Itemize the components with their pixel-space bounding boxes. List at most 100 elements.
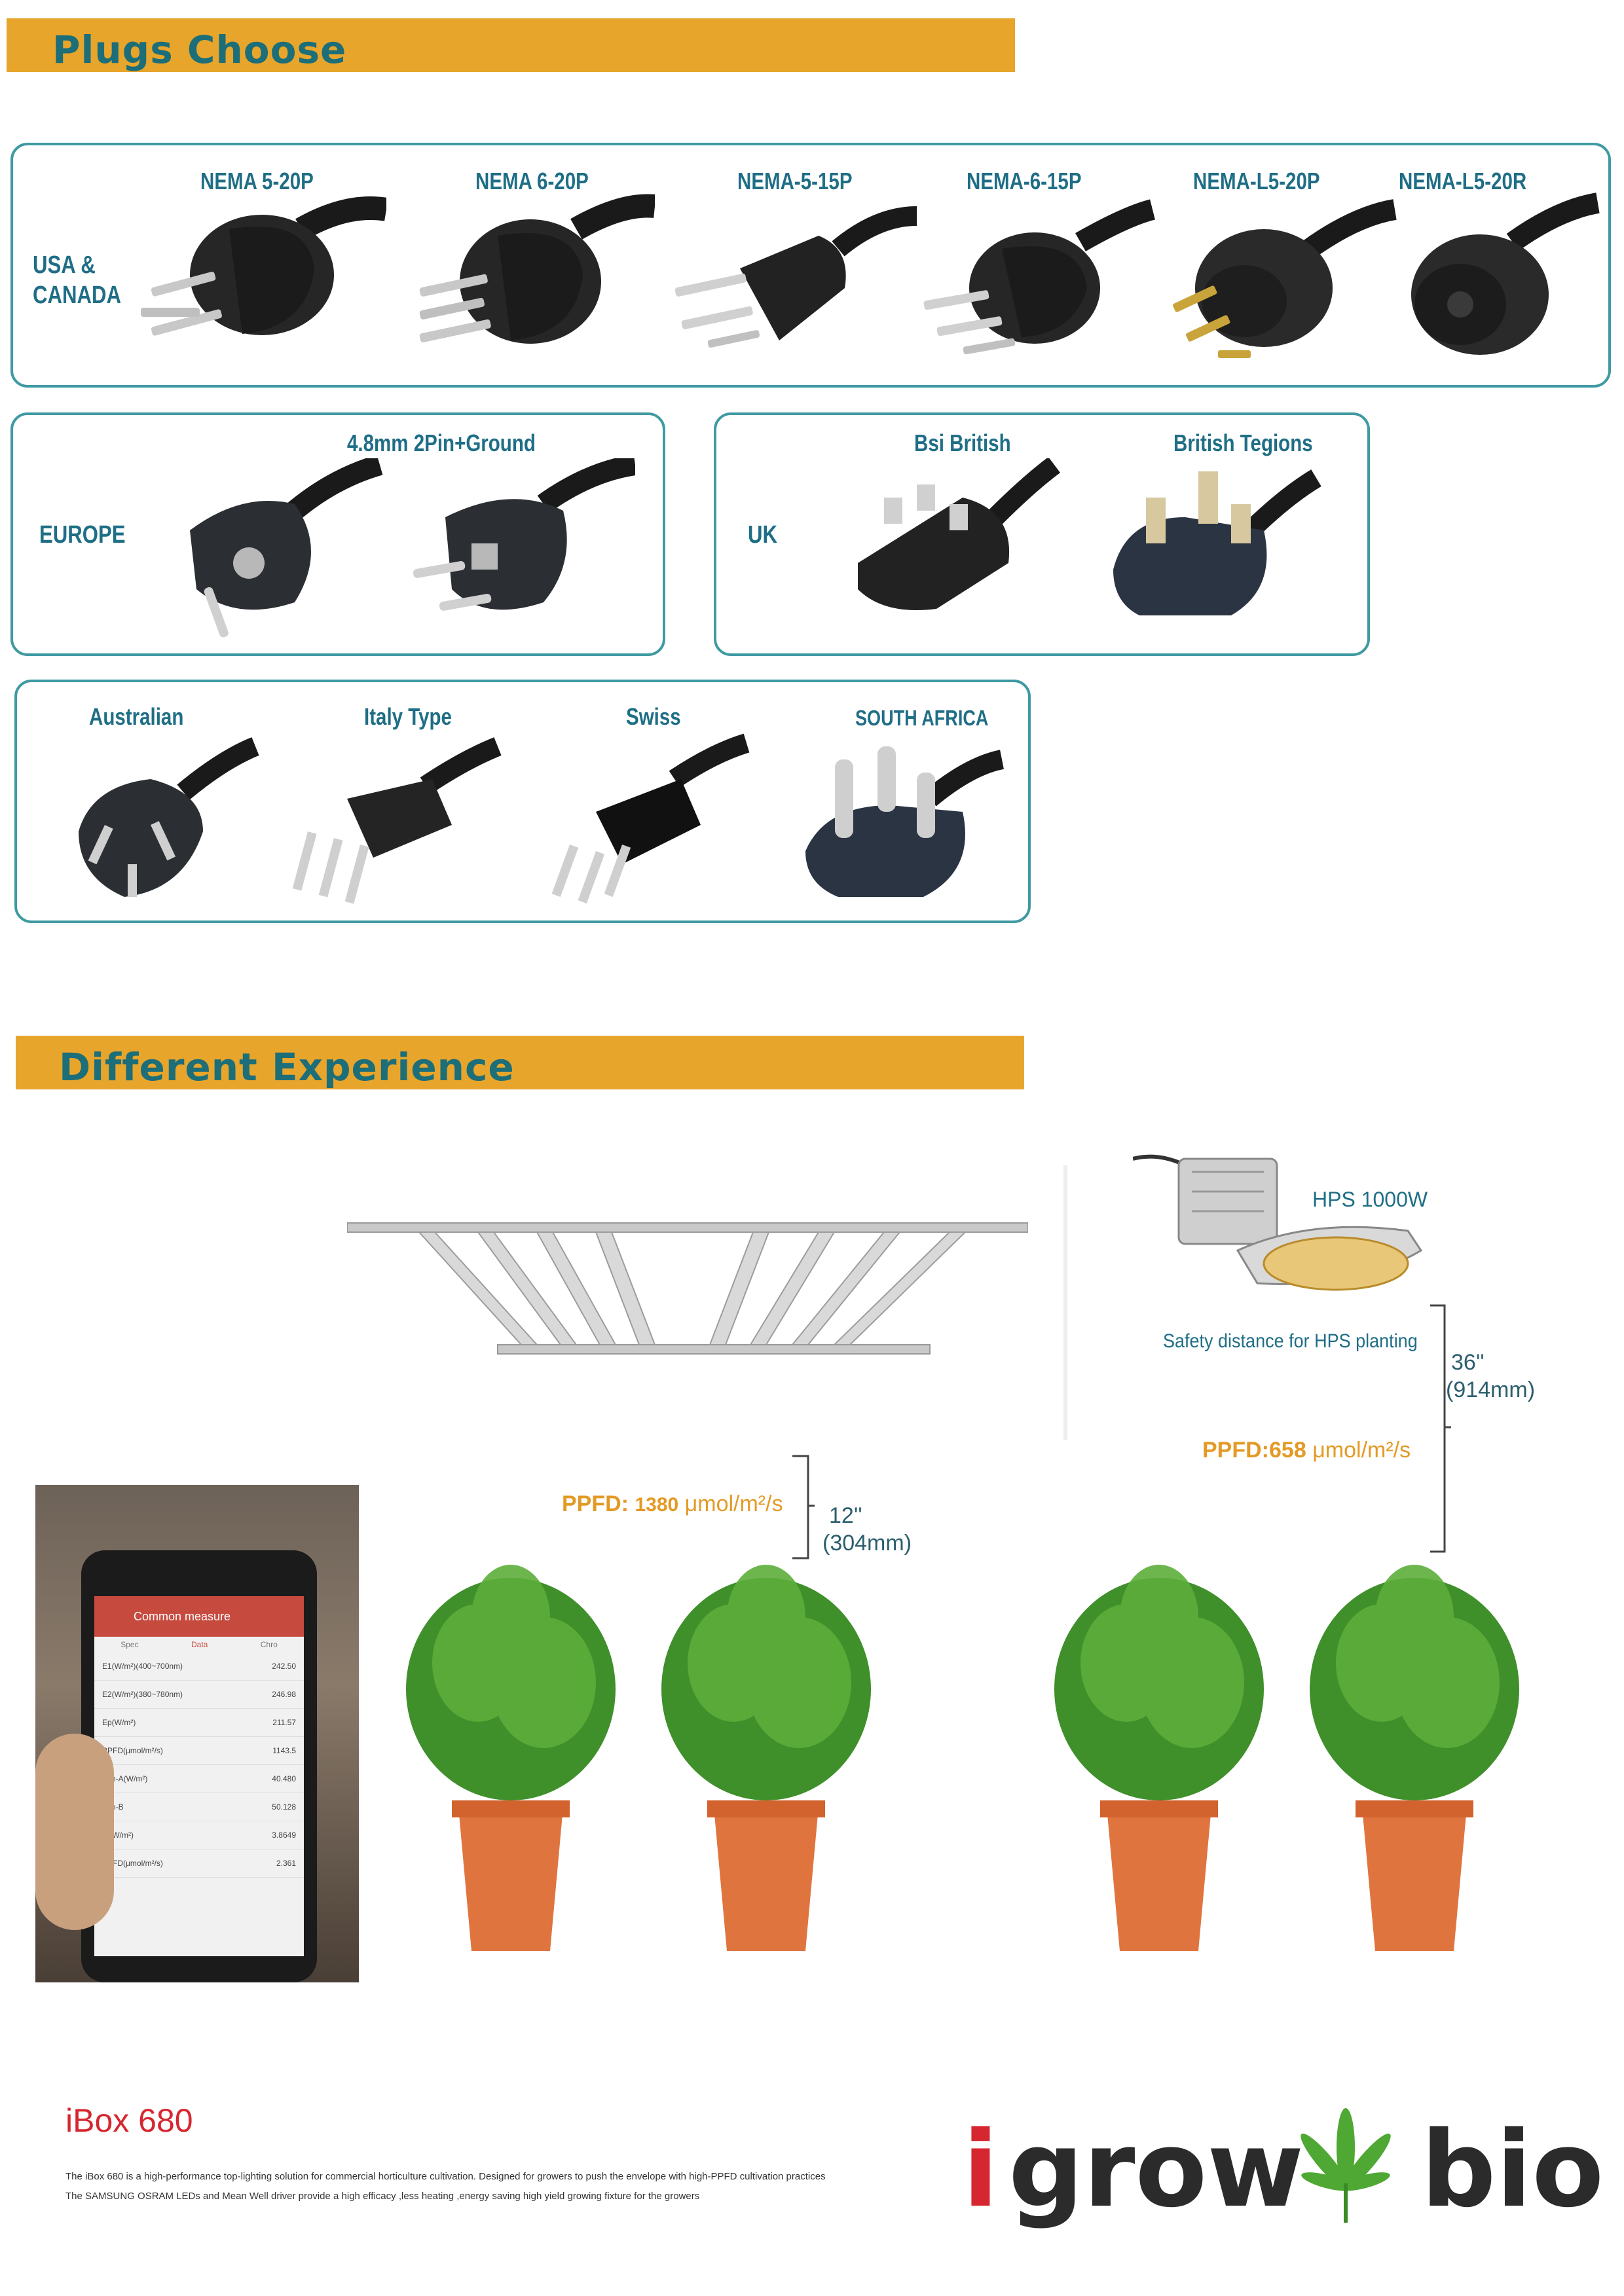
logo-grow: grow	[1008, 2108, 1304, 2231]
schuko-plug-image-1	[190, 458, 383, 638]
phone-row-label: E2(W/m²)(380~780nm)	[102, 1690, 183, 1699]
usa-plug-label-4: NEMA-6-15P	[967, 168, 1082, 194]
region-line: CANADA	[33, 282, 122, 309]
hps-ppfd-prefix: PPFD:	[1202, 1438, 1269, 1463]
phone-photo: Common measure Spec Data Chro E1(W/m²)(4…	[35, 1485, 359, 1982]
south-africa-plug-image	[805, 746, 1005, 897]
phone-row-value: 50.128	[272, 1802, 296, 1812]
hps-distance-bracket	[1430, 1304, 1451, 1553]
europe-plug-label: 4.8mm 2Pin+Ground	[347, 429, 536, 456]
experience-title: Different Experience	[59, 1045, 515, 1089]
cannabis-leaf-icon	[1301, 2108, 1391, 2223]
hps-ppfd-value: 658	[1269, 1438, 1306, 1463]
led-plants-image	[406, 1565, 871, 1951]
phone-tab-data[interactable]: Data	[191, 1640, 208, 1649]
experience-banner: Different Experience	[16, 1036, 1024, 1089]
led-ppfd-value: 1380	[635, 1494, 679, 1516]
hps-plants-image	[1054, 1565, 1519, 1951]
plant-2	[661, 1565, 871, 1951]
swiss-plug-image	[551, 733, 750, 903]
phone-row-value: 2.361	[276, 1859, 296, 1868]
phone-data-row: Ech-B50.128	[94, 1793, 304, 1821]
nema-l5-20p-plug-image	[1172, 199, 1397, 358]
phone-data-row: Ef(W/m²)3.8649	[94, 1821, 304, 1850]
phone-row-value: 1143.5	[272, 1746, 296, 1755]
uk-plug-label-2: British Tegions	[1173, 429, 1313, 456]
usa-region-text: USA & CANADA	[33, 250, 121, 310]
hps-distance-mm: (914mm)	[1446, 1377, 1536, 1402]
plant-4	[1310, 1565, 1519, 1951]
region-line: USA &	[33, 251, 96, 279]
nema-6-20p-plug-image	[419, 194, 655, 344]
plant-3	[1054, 1565, 1264, 1951]
usa-region-label: USA & CANADA	[33, 250, 121, 310]
usa-plug-label-6: NEMA-L5-20R	[1399, 168, 1527, 194]
hps-lamp-image	[1133, 1154, 1423, 1291]
phone-data-row: PPFD(μmol/m²/s) 2.361	[94, 1850, 304, 1878]
led-distance-in: 12''	[829, 1503, 862, 1528]
phone-data-row: E1(W/m²)(400~700nm) 242.50	[94, 1652, 304, 1681]
australian-plug-image	[79, 737, 259, 897]
phone-tab-spec[interactable]: Spec	[120, 1640, 139, 1649]
phone-row-value: 246.98	[272, 1690, 296, 1699]
phone-row-label: PPFD(μmol/m²/s)	[102, 1746, 163, 1755]
uk-region-label: UK	[748, 521, 778, 549]
nema-6-15p-plug-image	[923, 199, 1156, 355]
phone-row-value: 242.50	[272, 1662, 296, 1671]
phone-header-text: Common measure	[134, 1610, 231, 1623]
nema-l5-20r-plug-image	[1411, 192, 1600, 355]
usa-plug-label-3: NEMA-5-15P	[737, 168, 853, 194]
british-tegions-plug-image	[1113, 469, 1321, 615]
usa-plug-label-5: NEMA-L5-20P	[1193, 168, 1320, 194]
led-ppfd-readout: PPFD: 1380 μmol/m²/s	[562, 1491, 783, 1517]
usa-plug-label-1: NEMA 5-20P	[200, 168, 314, 194]
nema-5-15p-plug-image	[674, 206, 917, 348]
phone-row-label: Ep(W/m²)	[102, 1718, 136, 1727]
led-distance-mm: (304mm)	[822, 1531, 912, 1556]
led-ppfd-unit: μmol/m²/s	[684, 1491, 783, 1516]
plugs-banner: Plugs Choose	[7, 18, 1015, 72]
others-plug-label-1: Australian	[89, 703, 184, 730]
led-fixture-image	[347, 1222, 1028, 1355]
phone-tabs: Spec Data Chro	[94, 1637, 304, 1652]
product-desc-line2: The SAMSUNG OSRAM LEDs and Mean Well dri…	[65, 2191, 700, 2202]
schuko-plug-image-2	[413, 458, 635, 611]
others-plug-label-3: Swiss	[626, 703, 681, 730]
igrowbio-logo: i grow bio	[963, 2108, 1611, 2231]
led-distance-bracket	[792, 1455, 815, 1559]
logo-i: i	[963, 2108, 999, 2231]
phone-data-row: PPFD(μmol/m²/s) 1143.5	[94, 1737, 304, 1765]
usa-plug-label-2: NEMA 6-20P	[475, 168, 589, 194]
plugs-title: Plugs Choose	[52, 27, 347, 72]
phone-row-value: 211.57	[272, 1718, 296, 1727]
hand	[35, 1734, 114, 1930]
phone-app-header: Common measure	[94, 1596, 304, 1637]
phone-tab-chro[interactable]: Chro	[260, 1640, 278, 1649]
others-plug-label-2: Italy Type	[364, 703, 452, 730]
phone-row-label: E1(W/m²)(400~700nm)	[102, 1662, 183, 1671]
product-desc-line1: The iBox 680 is a high-performance top-l…	[65, 2171, 826, 2182]
others-plug-label-4: SOUTH AFRICA	[855, 706, 989, 730]
led-ppfd-prefix: PPFD:	[562, 1491, 629, 1516]
phone-screen: Common measure Spec Data Chro E1(W/m²)(4…	[94, 1596, 304, 1956]
hps-label: HPS 1000W	[1312, 1188, 1428, 1211]
phone-row-value: 40.480	[272, 1774, 296, 1783]
hps-distance-in: 36''	[1451, 1350, 1485, 1375]
phone-row-value: 3.8649	[272, 1831, 296, 1840]
phone-data-row: E2(W/m²)(380~780nm) 246.98	[94, 1681, 304, 1709]
safety-distance-label: Safety distance for HPS planting	[1163, 1330, 1418, 1352]
uk-plug-label-1: Bsi British	[914, 429, 1011, 456]
phone-row-label: PPFD(μmol/m²/s)	[102, 1859, 163, 1868]
plant-1	[406, 1565, 616, 1951]
phone-data-row: Ech-A(W/m²)40.480	[94, 1765, 304, 1793]
europe-region-label: EUROPE	[39, 521, 126, 549]
italy-plug-image	[292, 737, 502, 904]
logo-bio: bio	[1421, 2108, 1604, 2231]
product-name: iBox 680	[65, 2102, 193, 2139]
phone-data-row: Ep(W/m²) 211.57	[94, 1709, 304, 1737]
nema-5-20p-plug-image	[141, 196, 386, 336]
hps-ppfd-readout: PPFD:658 μmol/m²/s	[1202, 1438, 1411, 1463]
hps-divider	[1063, 1165, 1067, 1440]
hps-ppfd-unit: μmol/m²/s	[1312, 1438, 1411, 1463]
